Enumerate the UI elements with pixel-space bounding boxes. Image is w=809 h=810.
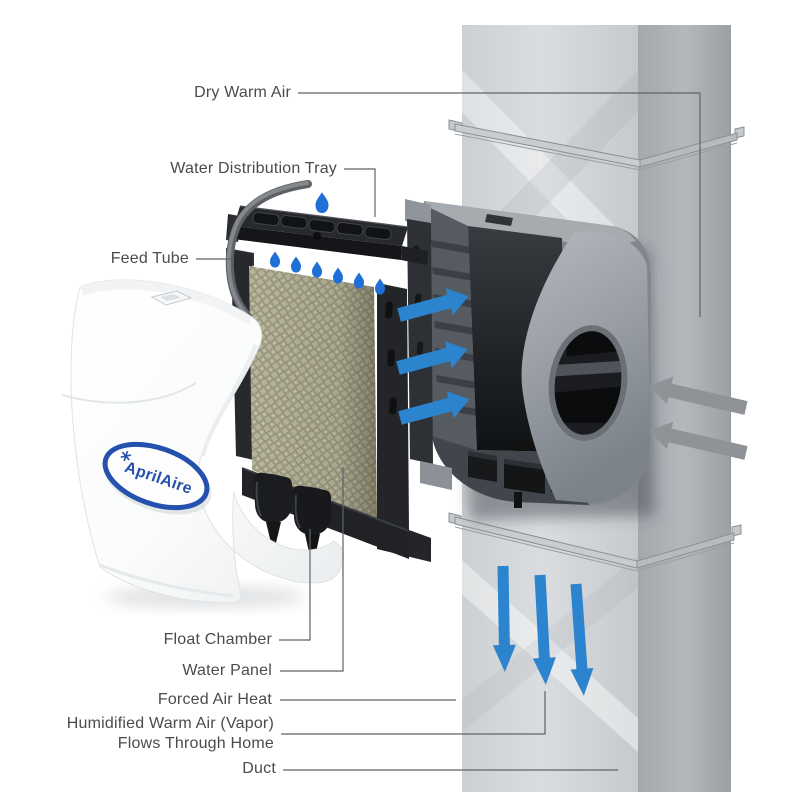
water-drop-icon	[354, 272, 364, 289]
airflow-down-arrow	[532, 574, 556, 685]
tray-slots	[252, 211, 392, 241]
cover-latch	[150, 290, 193, 306]
label-float-chamber: Float Chamber	[163, 631, 272, 648]
airflow-arrows	[396, 288, 748, 696]
snowflake-icon	[120, 451, 132, 462]
cover-edge-shade	[201, 344, 258, 457]
cover-top-bevel	[80, 279, 252, 325]
water-panel-mesh-shade	[249, 266, 377, 520]
duct-flange-lower	[448, 512, 742, 572]
aprilaire-logo: AprilAire	[102, 441, 212, 515]
label-feed-tube: Feed Tube	[110, 250, 189, 267]
leader-humidified-warm-air	[281, 691, 546, 735]
frame-rail-slots	[385, 301, 397, 415]
water-drop-icon	[312, 261, 322, 278]
leader-water-panel	[280, 467, 344, 672]
label-humidified-line1: Humidified Warm Air (Vapor)	[66, 715, 274, 732]
water-drop-icon	[375, 278, 385, 295]
leader-dry-warm-air	[298, 92, 701, 317]
leader-water-distribution-tray	[344, 168, 376, 217]
humidifier-cover: AprilAire	[61, 279, 344, 604]
label-duct: Duct	[242, 760, 276, 777]
water-drop-icon	[333, 267, 343, 284]
back-plate-bracket	[420, 461, 452, 490]
water-drop-icon	[291, 256, 301, 273]
damper-vane	[548, 359, 628, 377]
label-water-distribution-tray: Water Distribution Tray	[170, 160, 337, 177]
airflow-right-arrow	[396, 341, 468, 375]
cover-crease	[61, 382, 197, 404]
label-humidified-line2: Flows Through Home	[117, 735, 274, 752]
label-dry-warm-air: Dry Warm Air	[194, 84, 291, 101]
leader-float-chamber	[279, 529, 311, 641]
water-distribution-tray	[226, 205, 428, 265]
airflow-down-arrow	[570, 583, 594, 696]
tray-fitting	[313, 232, 321, 240]
label-forced-air-heat: Forced Air Heat	[157, 691, 272, 708]
leader-lines	[196, 92, 701, 771]
airflow-intake-arrow	[648, 421, 748, 460]
water-drops	[270, 192, 385, 295]
fan-opening	[548, 325, 628, 441]
water-panel-assembly	[226, 248, 431, 569]
airflow-right-arrow	[398, 391, 470, 425]
water-drop-icon	[270, 251, 280, 268]
airflow-right-arrow	[397, 288, 469, 322]
water-drop-icon	[315, 192, 329, 214]
duct-flange-upper	[448, 119, 745, 171]
airflow-down-arrow	[492, 565, 516, 672]
back-plate	[405, 199, 452, 490]
label-water-panel: Water Panel	[182, 662, 272, 679]
label-humidified-warm-air: Humidified Warm Air (Vapor) Flows Throug…	[67, 714, 274, 754]
damper-blade-bottom	[552, 385, 628, 424]
box-top-clip	[485, 214, 513, 226]
airflow-intake-arrow	[648, 376, 748, 415]
mounting-box	[423, 201, 651, 508]
cover-shell	[70, 279, 344, 604]
cover-bottom-shade	[99, 563, 234, 598]
float-chamber-left	[253, 472, 292, 543]
